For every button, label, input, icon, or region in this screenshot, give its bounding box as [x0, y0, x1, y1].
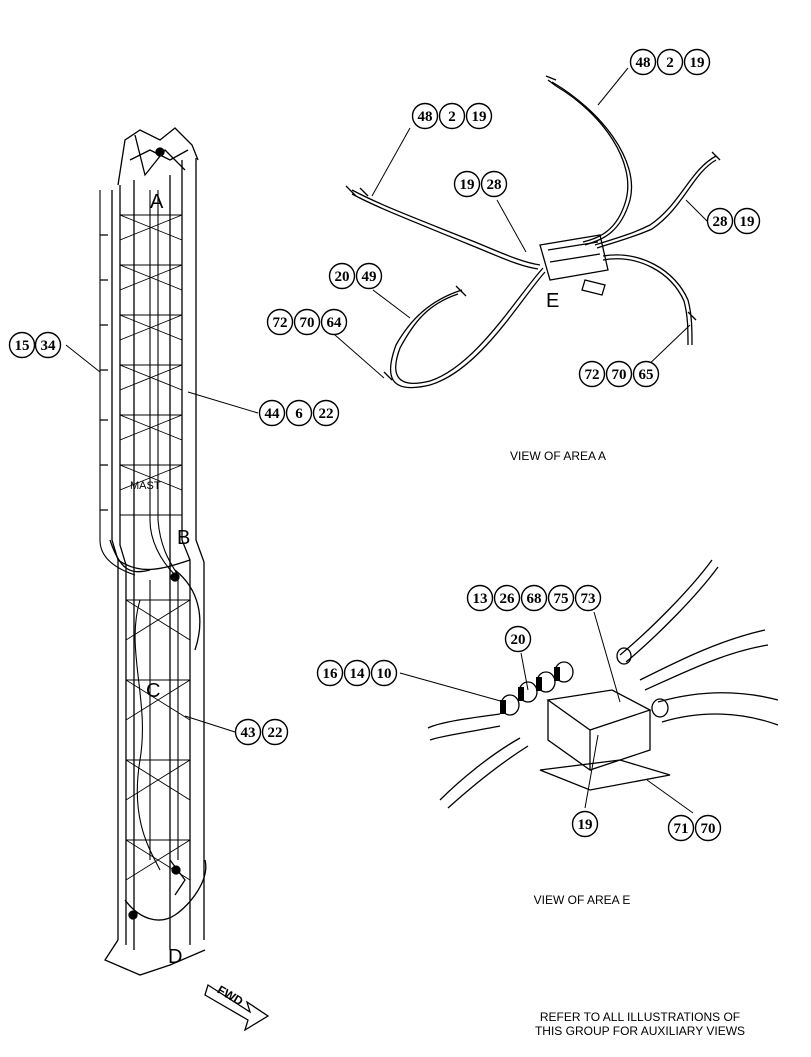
callout-16-14-10: 16 14 10	[316, 659, 398, 687]
callout-number: 68	[527, 591, 542, 607]
callout-leaders	[65, 67, 708, 814]
callout-71-70: 71 70	[667, 814, 722, 842]
refer-note-line-1: REFER TO ALL ILLUSTRATIONS OF	[540, 1010, 740, 1024]
callout-number: 72	[273, 315, 288, 331]
callout-19-28: 19 28	[453, 170, 508, 198]
callout-44-6-22: 44 6 22	[258, 399, 340, 427]
callout-43-22: 43 22	[234, 718, 289, 746]
callout-number: 75	[554, 591, 569, 607]
area-letter-d: D	[168, 946, 182, 968]
area-letter-b: B	[177, 527, 190, 549]
area-e-manifold	[427, 559, 779, 809]
callout-number: 70	[300, 315, 315, 331]
mast-assembly	[99, 127, 207, 976]
area-e-fitting-bands	[500, 667, 560, 714]
callout-number: 20	[335, 269, 350, 285]
callout-15-34: 15 34	[8, 331, 62, 359]
callout-20-49: 20 49	[328, 262, 383, 290]
callout-number: 20	[511, 632, 526, 648]
callout-number: 70	[612, 367, 627, 383]
callout-28-19: 28 19	[706, 207, 761, 235]
callout-number: 49	[362, 269, 377, 285]
callout-number: 64	[327, 315, 343, 331]
callout-number: 16	[323, 666, 339, 682]
callout-number: 71	[674, 821, 689, 837]
callout-number: 70	[701, 821, 716, 837]
callout-number: 48	[418, 109, 433, 125]
callout-number: 6	[295, 406, 303, 422]
callout-number: 15	[15, 338, 30, 354]
callout-number: 19	[740, 214, 755, 230]
area-letter-a: A	[150, 191, 164, 213]
callout-number: 22	[268, 725, 283, 741]
callout-number: 26	[500, 591, 516, 607]
callout-number: 22	[319, 406, 334, 422]
mast-label: MAST	[130, 480, 161, 492]
callout-number: 14	[350, 666, 366, 682]
refer-note-line-2: THIS GROUP FOR AUXILIARY VIEWS	[535, 1024, 745, 1038]
area-letter-c: C	[146, 680, 160, 702]
callout-number: 19	[690, 55, 705, 71]
callout-number: 2	[448, 109, 456, 125]
callout-19: 19	[571, 810, 599, 838]
callout-20: 20	[504, 625, 532, 653]
callout-number: 19	[472, 109, 487, 125]
callout-number: 28	[487, 177, 502, 193]
callout-number: 34	[41, 338, 57, 354]
callout-number: 44	[265, 406, 281, 422]
caption-view-area-e: VIEW OF AREA E	[534, 893, 631, 907]
callout-number: 72	[585, 367, 600, 383]
callout-number: 19	[460, 177, 475, 193]
area-a-hoses	[345, 75, 721, 389]
callout-48-2-19-right: 48 2 19	[629, 48, 711, 76]
callout-48-2-19-left: 48 2 19	[411, 102, 493, 130]
callout-72-70-64: 72 70 64	[266, 308, 348, 336]
callout-13-26-68-75-73: 13 26 68 75 73	[466, 584, 602, 612]
fwd-arrow	[204, 983, 270, 1032]
area-letter-e: E	[546, 290, 559, 312]
callout-number: 19	[578, 817, 593, 833]
callout-number: 73	[581, 591, 596, 607]
caption-view-area-a: VIEW OF AREA A	[510, 449, 606, 463]
callout-number: 28	[713, 214, 728, 230]
callout-number: 65	[639, 367, 654, 383]
callout-72-70-65: 72 70 65	[578, 360, 660, 388]
callout-number: 10	[377, 666, 392, 682]
callout-number: 48	[636, 55, 651, 71]
callout-number: 13	[473, 591, 488, 607]
callout-number: 43	[241, 725, 256, 741]
callout-number: 2	[666, 55, 674, 71]
